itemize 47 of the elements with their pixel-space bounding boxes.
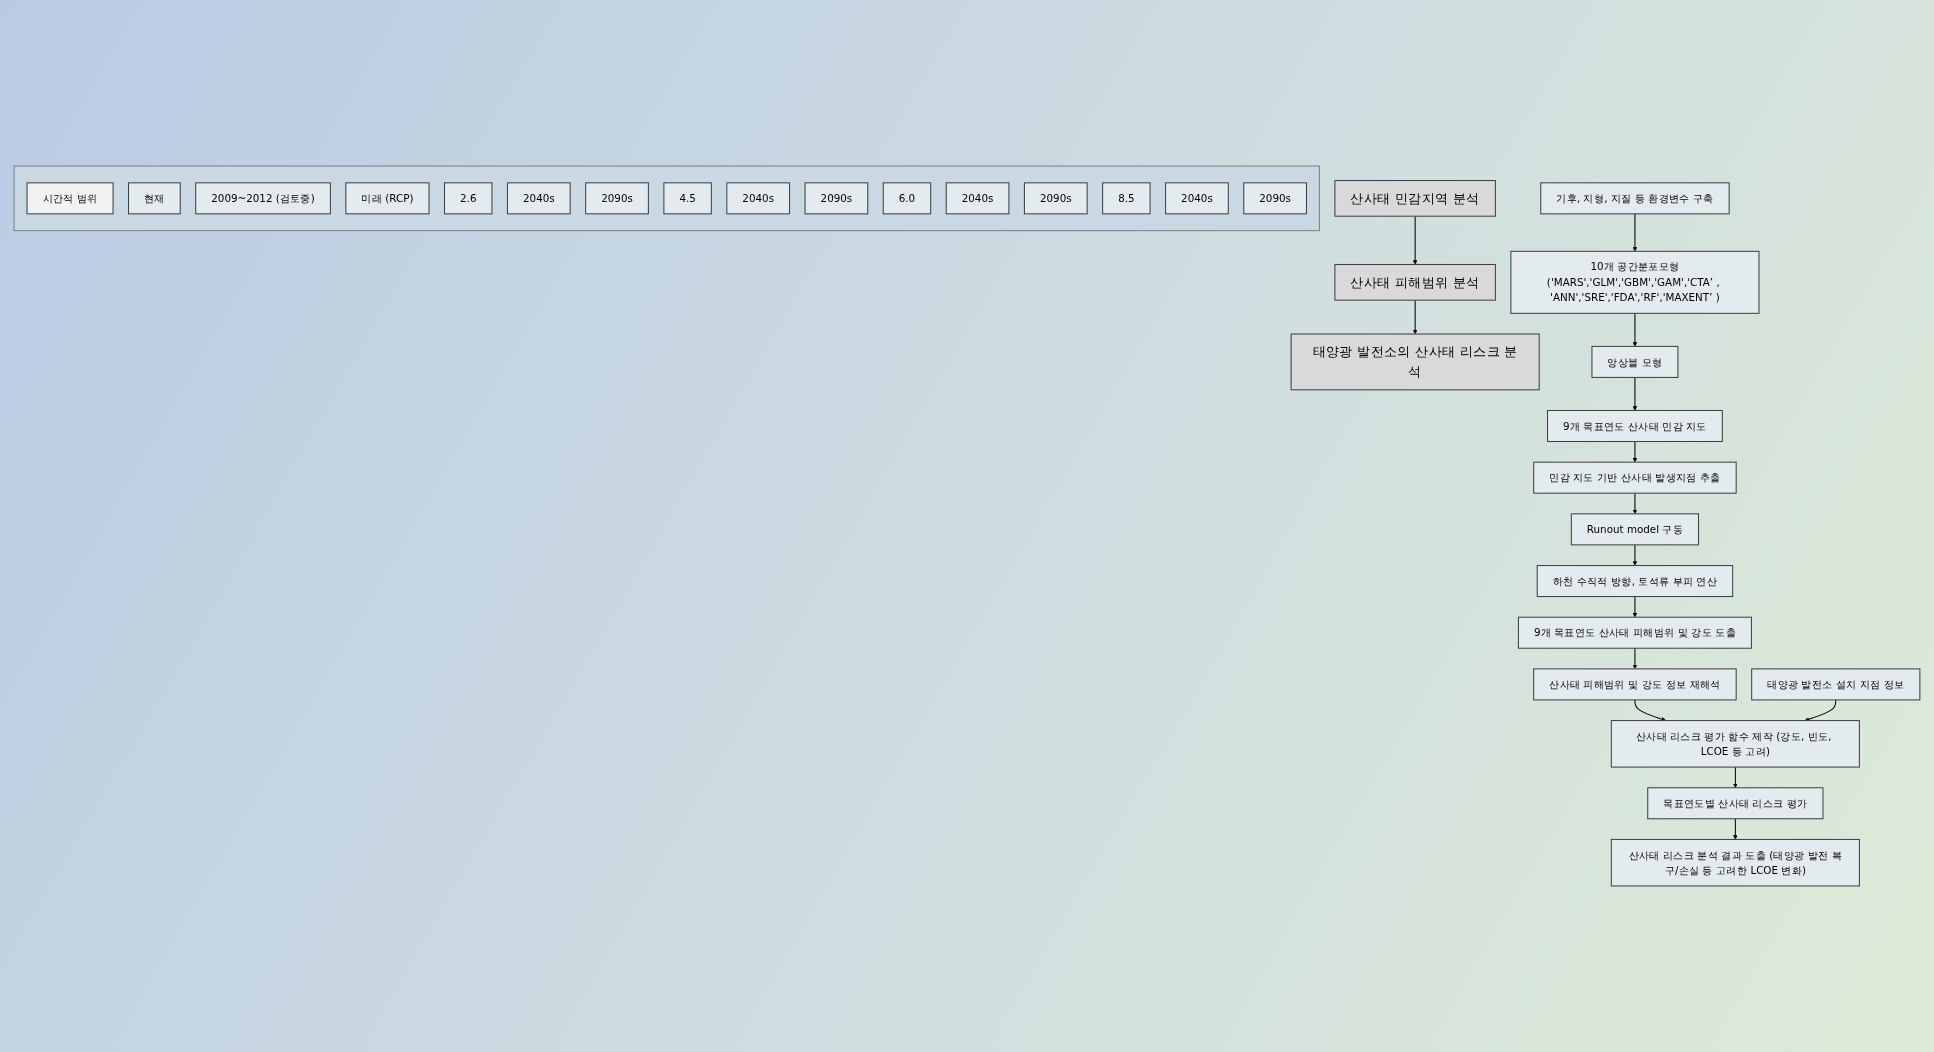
node-box: 미래 (RCP) — [345, 182, 430, 215]
node-box: 산사태 피해범위 분석 — [1334, 264, 1496, 301]
node-box: 시간적 범위 — [26, 182, 114, 215]
arrow — [1632, 596, 1638, 618]
arrow — [1412, 299, 1418, 335]
node-box: 2040s — [506, 182, 571, 215]
node-box: 2009~2012 (검토중) — [195, 182, 331, 215]
node-box: 하천 수직적 방향, 토석류 부피 연산 — [1536, 565, 1734, 598]
node-box: 2040s — [945, 182, 1010, 215]
node-box: 2090s — [1023, 182, 1088, 215]
arrow — [1632, 492, 1638, 515]
node-box: 9개 목표연도 산사태 민감 지도 — [1547, 409, 1723, 442]
node-box: 기후, 지형, 지질 등 환경변수 구축 — [1540, 182, 1730, 215]
arrow — [1634, 699, 1667, 722]
arrow — [1632, 312, 1638, 347]
node-box: 민감 지도 기반 산사태 발생지점 추출 — [1533, 461, 1737, 494]
cluster — [13, 165, 1320, 232]
arrow — [1632, 544, 1638, 566]
node-box: 태양광 발전소 설치 지점 정보 — [1751, 668, 1921, 701]
node-box: 태양광 발전소의 산사태 리스크 분석 — [1290, 333, 1540, 391]
node-box: 4.5 — [663, 182, 712, 215]
arrow — [1804, 699, 1837, 722]
node-box: 8.5 — [1102, 182, 1151, 215]
node-box: Runout model 구동 — [1570, 513, 1700, 546]
arrow — [1632, 647, 1638, 670]
arrow — [1412, 215, 1418, 265]
arrow — [1632, 376, 1638, 411]
node-box: 산사태 리스크 분석 결과 도출 (태양광 발전 복구/손실 등 고려한 LCOE 변화) — [1610, 838, 1860, 887]
arrow — [1632, 213, 1638, 252]
node-box: 2040s — [1165, 182, 1229, 215]
node-box: 앙상블 모형 — [1591, 345, 1679, 378]
arrow — [1733, 766, 1738, 788]
node-box: 2090s — [585, 182, 649, 215]
node-box: 9개 목표연도 산사태 피해범위 및 강도 도출 — [1517, 616, 1752, 649]
node-box: 현재 — [128, 182, 181, 215]
node-box: 10개 공간분포모형 ('MARS','GLM','GBM','GAM','CTA’ , 'ANN','SRE','FDA','RF','MAXENT’ ) — [1510, 250, 1760, 314]
node-box: 산사태 민감지역 분석 — [1334, 180, 1496, 217]
arrow — [1733, 818, 1738, 840]
node-box: 산사태 피해범위 및 강도 정보 재해석 — [1533, 668, 1737, 701]
node-box: 2.6 — [444, 182, 493, 215]
node-box: 2090s — [1243, 182, 1307, 215]
node-box: 목표연도별 산사태 리스크 평가 — [1647, 787, 1824, 820]
node-box: 산사태 리스크 평가 함수 제작 (강도, 빈도, LCOE 등 고려) — [1610, 720, 1860, 768]
node-box: 2040s — [726, 182, 791, 215]
node-box: 6.0 — [882, 182, 932, 215]
node-box: 2090s — [804, 182, 869, 215]
arrow — [1632, 441, 1638, 463]
